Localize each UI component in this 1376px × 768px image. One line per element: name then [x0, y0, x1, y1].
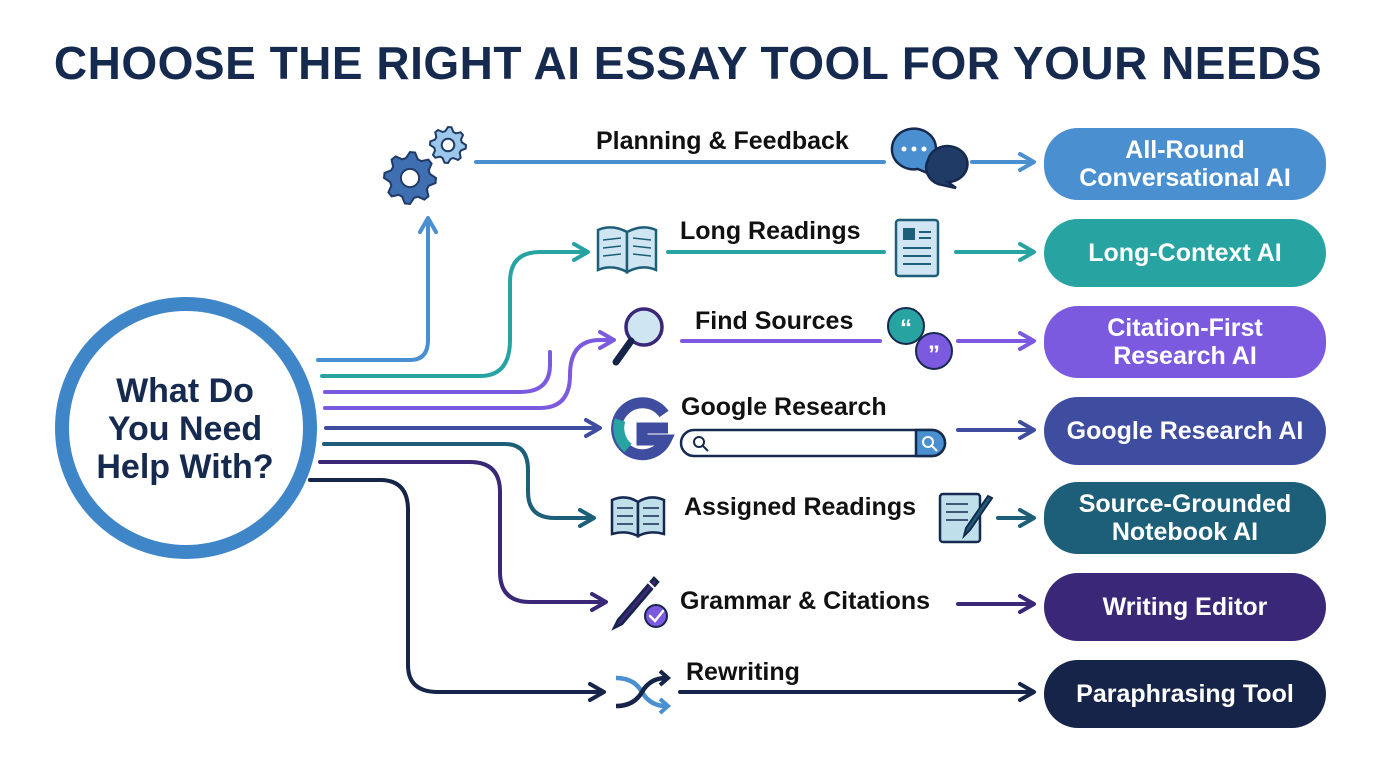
- speech-bubbles-icon: [890, 127, 969, 190]
- pill-arrowhead-find-sources: [1018, 331, 1036, 351]
- arrowhead-find-sources: [598, 330, 616, 350]
- hub-question: What Do You Need Help With?: [96, 372, 274, 486]
- open-book-icon: [596, 226, 658, 275]
- svg-text:“: “: [900, 315, 912, 342]
- branch-label-google-research: Google Research: [681, 393, 887, 421]
- shuffle-icon: [615, 669, 672, 715]
- connector-find-sources-a: [323, 350, 552, 394]
- branch-label-rewriting: Rewriting: [686, 658, 800, 686]
- magnifier-icon: [612, 307, 664, 366]
- google-g-icon: [611, 397, 675, 461]
- pen-check-icon: [611, 576, 668, 631]
- pill-arrowhead-long-readings: [1018, 242, 1036, 262]
- arrowhead-planning: [418, 216, 438, 234]
- tool-pill-writing-editor[interactable]: Writing Editor: [1044, 573, 1326, 641]
- arrowhead-long-readings: [572, 242, 590, 262]
- tool-pill-paraphrasing[interactable]: Paraphrasing Tool: [1044, 660, 1326, 728]
- page-title: CHOOSE THE RIGHT AI ESSAY TOOL FOR YOUR …: [53, 37, 1323, 89]
- connector-grammar: [318, 460, 604, 604]
- branch-label-planning: Planning & Feedback: [596, 127, 849, 155]
- arrowhead-grammar: [590, 592, 608, 612]
- branch-label-grammar: Grammar & Citations: [680, 587, 931, 615]
- arrowhead-google-research: [584, 418, 602, 438]
- branch-label-assigned-readings: Assigned Readings: [684, 493, 916, 521]
- tool-pill-citation-first[interactable]: Citation-First Research AI: [1044, 306, 1326, 378]
- pill-arrowhead-planning: [1018, 152, 1036, 172]
- pill-arrowhead-assigned-readings: [1018, 508, 1036, 528]
- document-icon: [894, 218, 940, 278]
- book-icon: [610, 496, 666, 539]
- notebook-pencil-icon: [938, 492, 994, 544]
- tool-pill-conversational[interactable]: All-Round Conversational AI: [1044, 128, 1326, 200]
- connector-rewriting: [308, 478, 602, 694]
- svg-text:”: ”: [928, 341, 940, 368]
- branch-label-long-readings: Long Readings: [680, 217, 861, 245]
- connector-planning: [316, 220, 430, 362]
- arrowhead-assigned-readings: [578, 508, 596, 528]
- arrowhead-rewriting: [588, 682, 606, 702]
- pill-arrowhead-google-research: [1018, 420, 1036, 440]
- pill-arrowhead-grammar: [1018, 594, 1036, 614]
- connector-long-readings: [320, 250, 586, 378]
- quote-bubbles-icon: “”: [887, 307, 953, 370]
- pill-arrowhead-rewriting: [1018, 682, 1036, 702]
- tool-pill-google-research[interactable]: Google Research AI: [1044, 397, 1326, 465]
- tool-pill-long-context[interactable]: Long-Context AI: [1044, 219, 1326, 287]
- gears-icon: [382, 125, 468, 206]
- connector-assigned-readings: [322, 442, 592, 520]
- hub-circle: [55, 297, 317, 559]
- tool-pill-notebook[interactable]: Source-Grounded Notebook AI: [1044, 482, 1326, 554]
- search-bar-icon: [679, 428, 947, 458]
- branch-label-find-sources: Find Sources: [695, 307, 854, 335]
- connector-find-sources-b: [323, 338, 614, 410]
